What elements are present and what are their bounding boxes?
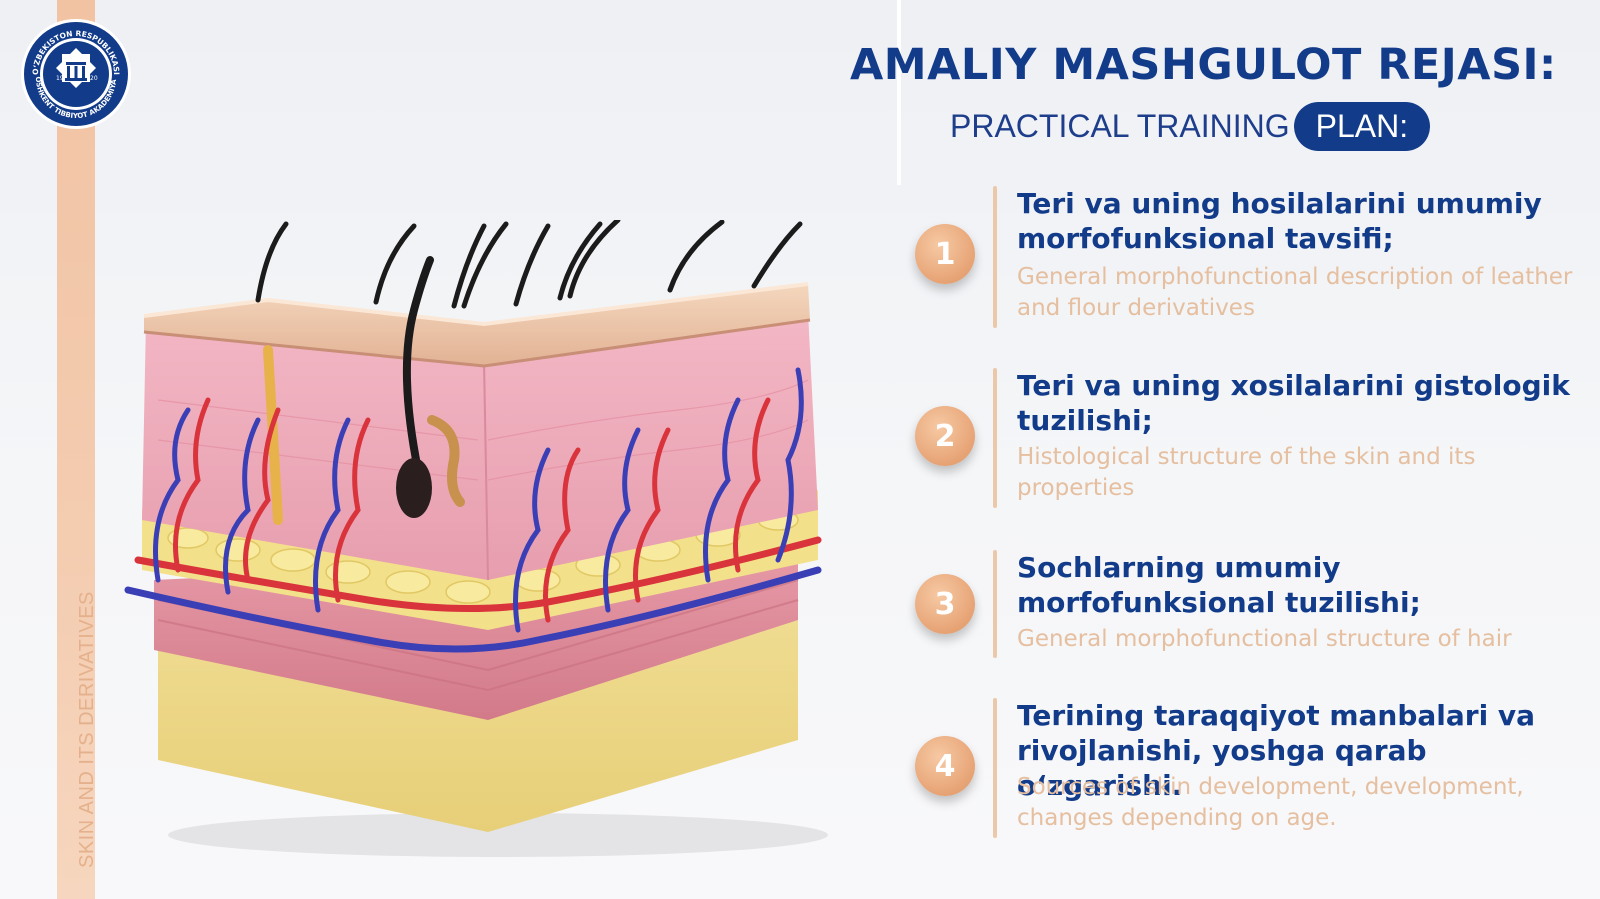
item-title: Teri va uning hosilalarini umumiy morfof… xyxy=(1017,187,1542,255)
academy-logo: O‘ZBEKISTON RESPUBLIKASI TOSHKENT TIBBIY… xyxy=(17,12,132,130)
item-description: General morphofunctional structure of ha… xyxy=(1017,626,1512,652)
item-number-badge: 4 xyxy=(915,736,975,796)
item-number-badge: 2 xyxy=(915,406,975,466)
item-title: Terining taraqqiyot manbalari va rivojla… xyxy=(1017,699,1536,802)
plan-item-1: 1 Teri va uning hosilalarini umumiy morf… xyxy=(915,186,1575,328)
slide-title: AMALIY MASHGULOT REJASI: xyxy=(850,40,1557,90)
skin-cross-section-illustration xyxy=(118,217,878,860)
subtitle-pill: PLAN: xyxy=(1293,101,1431,151)
item-title: Sochlarning umumiy morfofunksional tuzil… xyxy=(1017,551,1421,619)
academy-seal-icon: O‘ZBEKISTON RESPUBLIKASI TOSHKENT TIBBIY… xyxy=(17,12,131,129)
plan-item-3: 3 Sochlarning umumiy morfofunksional tuz… xyxy=(915,550,1575,658)
item-number-badge: 3 xyxy=(915,574,975,634)
side-caption: SKIN AND ITS DERIVATIVES xyxy=(76,591,98,868)
item-description: General morphofunctional description of … xyxy=(1017,264,1573,321)
item-description: Histological structure of the skin and i… xyxy=(1017,444,1476,501)
logo-year-left: 19 xyxy=(56,75,64,82)
subtitle-text: PRACTICAL TRAINING xyxy=(950,107,1290,144)
divider-line xyxy=(897,0,901,185)
item-description: Sources of skin development, development… xyxy=(1017,774,1524,831)
logo-year-right: 20 xyxy=(90,75,98,82)
plan-item-4: 4 Terining taraqqiyot manbalari va rivoj… xyxy=(915,698,1575,838)
item-divider-bar xyxy=(993,368,997,508)
item-title: Teri va uning xosilalarini gistologik tu… xyxy=(1017,369,1570,437)
item-divider-bar xyxy=(993,550,997,658)
item-divider-bar xyxy=(993,698,997,838)
plan-item-2: 2 Teri va uning xosilalarini gistologik … xyxy=(915,368,1575,508)
item-number-badge: 1 xyxy=(915,224,975,284)
item-divider-bar xyxy=(993,186,997,328)
side-stripe xyxy=(57,0,95,899)
slide-subtitle: PRACTICAL TRAINING PLAN: xyxy=(950,97,1431,155)
